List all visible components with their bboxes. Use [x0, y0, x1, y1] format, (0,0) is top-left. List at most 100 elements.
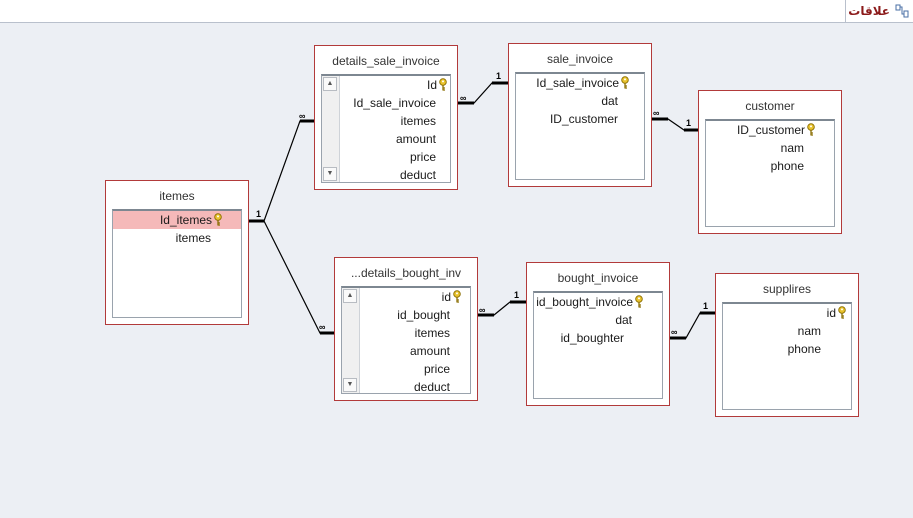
field-row[interactable]: id_bought — [359, 306, 470, 324]
field-row[interactable]: itemes — [113, 229, 241, 247]
field-name: Id_itemes — [159, 213, 212, 227]
field-row[interactable]: nam — [706, 139, 834, 157]
tab-relationships-label: علاقات — [848, 4, 890, 18]
vertical-scrollbar[interactable]: ▲ ▼ — [342, 288, 360, 393]
relation-many-label: ∞ — [299, 111, 306, 121]
field-name: deduct — [413, 380, 450, 394]
field-list: ▲ ▼ id id_bought itemes amount price ded… — [341, 286, 471, 394]
relation-line-sale-invoice-customer — [651, 118, 698, 131]
field-row[interactable]: ID_customer — [706, 121, 834, 139]
relationships-icon — [895, 4, 909, 18]
scroll-down-button[interactable]: ▼ — [343, 378, 357, 392]
field-name: id_bought — [397, 308, 450, 322]
relation-one-label: 1 — [703, 301, 708, 311]
table-title: customer — [745, 99, 795, 113]
table-sale-invoice[interactable]: sale_invoice Id_sale_invoice dat ID_cust… — [508, 43, 652, 187]
table-itemes[interactable]: itemes Id_itemes itemes — [105, 180, 249, 325]
field-list: id_bought_invoice dat id_boughter — [533, 291, 663, 399]
primary-key-icon — [214, 213, 222, 226]
field-name: id — [441, 290, 451, 304]
relation-many-label: ∞ — [653, 108, 660, 118]
field-row[interactable]: deduct — [359, 378, 470, 394]
field-name: amount — [395, 132, 436, 146]
field-row[interactable]: Id — [339, 76, 450, 94]
field-name: ID_customer — [736, 123, 805, 137]
field-row[interactable]: price — [339, 148, 450, 166]
table-title: sale_invoice — [546, 52, 614, 66]
field-name: nam — [780, 141, 804, 155]
table-details-bought-inv[interactable]: ...details_bought_inv ▲ ▼ id id_bought i… — [334, 257, 478, 401]
field-row[interactable]: phone — [723, 340, 851, 358]
field-name: price — [423, 362, 450, 376]
relation-one-label: 1 — [514, 290, 519, 300]
relation-many-label: ∞ — [479, 305, 486, 315]
table-bought-invoice[interactable]: bought_invoice id_bought_invoice dat id_… — [526, 262, 670, 406]
field-name: ID_customer — [549, 112, 618, 126]
field-name: deduct — [399, 168, 436, 182]
field-list: Id_itemes itemes — [112, 209, 242, 318]
relation-one-label: 1 — [256, 209, 261, 219]
field-name: Id_sale_invoice — [536, 76, 619, 90]
relation-line-details-bought-bought-invoice — [477, 301, 526, 316]
relation-line-itemes-details-sale — [249, 120, 314, 222]
relation-line-itemes-details-bought — [263, 220, 335, 334]
field-list: ID_customer nam phone — [705, 119, 835, 227]
field-row[interactable]: nam — [723, 322, 851, 340]
field-name: itemes — [175, 231, 211, 245]
primary-key-icon — [621, 76, 629, 89]
field-row[interactable]: id — [723, 304, 851, 322]
table-details-sale-invoice[interactable]: details_sale_invoice ▲ ▼ Id Id_sale_invo… — [314, 45, 458, 190]
field-list: id nam phone — [722, 302, 852, 410]
document-tab-bar: علاقات — [0, 0, 913, 23]
field-name: nam — [797, 324, 821, 338]
relation-many-label: ∞ — [319, 322, 326, 332]
field-row[interactable]: Id_sale_invoice — [516, 74, 644, 92]
field-row[interactable]: itemes — [339, 112, 450, 130]
field-row[interactable]: id_boughter — [534, 329, 662, 347]
table-supplires[interactable]: supplires id nam phone — [715, 273, 859, 417]
scroll-down-button[interactable]: ▼ — [323, 167, 337, 181]
field-row[interactable]: ID_customer — [516, 110, 644, 128]
tab-relationships[interactable]: علاقات — [845, 0, 913, 22]
relation-line-details-sale-sale-invoice — [458, 82, 508, 104]
field-row-selected[interactable]: Id_itemes — [113, 211, 241, 229]
field-name: dat — [615, 313, 632, 327]
field-name: id_bought_invoice — [536, 295, 633, 309]
field-name: dat — [601, 94, 618, 108]
field-row[interactable]: amount — [359, 342, 470, 360]
scroll-up-button[interactable]: ▲ — [323, 77, 337, 91]
table-title: itemes — [159, 189, 195, 203]
primary-key-icon — [807, 123, 815, 136]
primary-key-icon — [439, 78, 447, 91]
field-row[interactable]: dat — [534, 311, 662, 329]
scroll-up-button[interactable]: ▲ — [343, 289, 357, 303]
field-row[interactable]: deduct — [339, 166, 450, 182]
field-row[interactable]: amount — [339, 130, 450, 148]
vertical-scrollbar[interactable]: ▲ ▼ — [322, 76, 340, 182]
field-name: phone — [787, 342, 821, 356]
primary-key-icon — [635, 295, 643, 308]
field-row[interactable]: id — [359, 288, 470, 306]
field-list: Id_sale_invoice dat ID_customer — [515, 72, 645, 180]
field-name: price — [409, 150, 436, 164]
field-name: id — [826, 306, 836, 320]
field-row[interactable]: price — [359, 360, 470, 378]
table-customer[interactable]: customer ID_customer nam phone — [698, 90, 842, 234]
field-row[interactable]: dat — [516, 92, 644, 110]
field-name: Id — [426, 78, 437, 92]
field-name: itemes — [414, 326, 450, 340]
field-name: itemes — [400, 114, 436, 128]
field-row[interactable]: phone — [706, 157, 834, 175]
field-name: phone — [770, 159, 804, 173]
field-row[interactable]: itemes — [359, 324, 470, 342]
table-title: bought_invoice — [557, 271, 639, 285]
field-row[interactable]: Id_sale_invoice — [339, 94, 450, 112]
relation-many-label: ∞ — [671, 327, 678, 337]
table-title: ...details_bought_inv — [350, 266, 462, 280]
table-title: supplires — [762, 282, 812, 296]
table-title: details_sale_invoice — [332, 54, 440, 68]
field-list: ▲ ▼ Id Id_sale_invoice itemes amount pri… — [321, 74, 451, 183]
field-row[interactable]: id_bought_invoice — [534, 293, 662, 311]
field-name: amount — [409, 344, 450, 358]
field-name: Id_sale_invoice — [353, 96, 436, 110]
